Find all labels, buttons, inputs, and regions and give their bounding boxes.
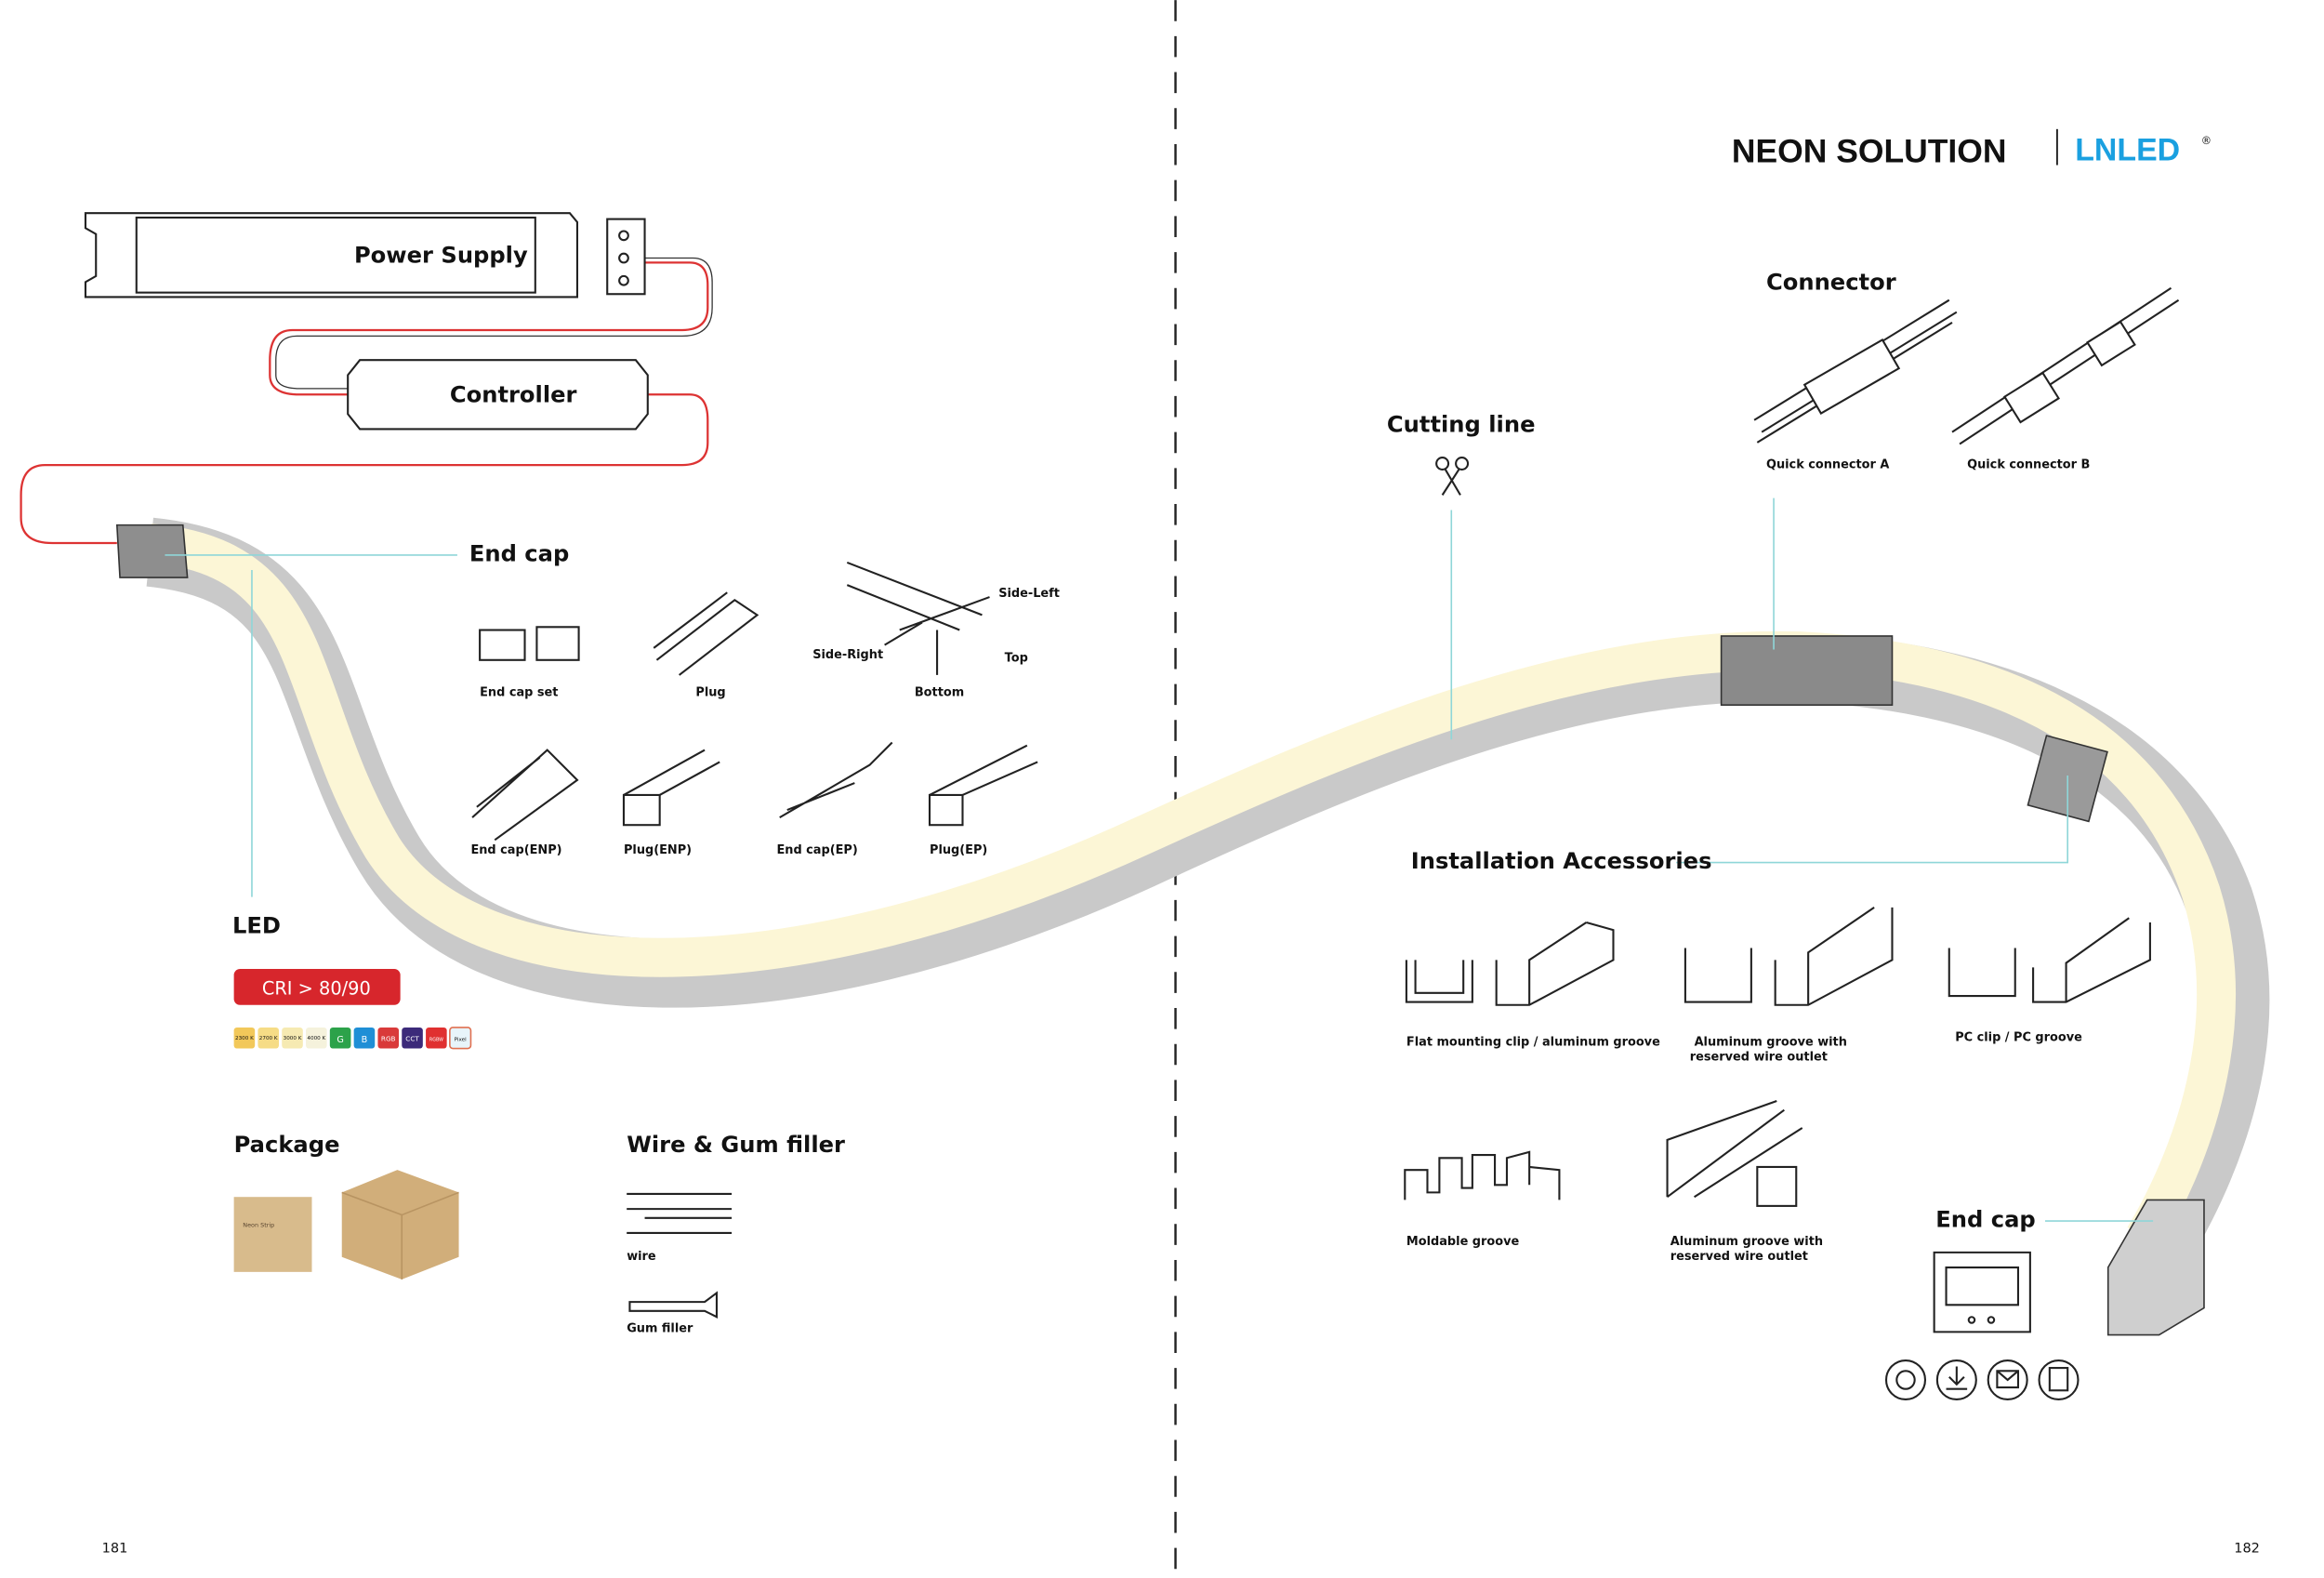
caption-top: Top [1005, 651, 1028, 665]
controller-label: Controller [450, 381, 577, 407]
power-supply-device [84, 212, 579, 298]
neon-strip-light [148, 524, 2236, 1248]
caption-aluminum-groove-2-line1: Aluminum groove with [1670, 1235, 1823, 1249]
leader-line-installation [1676, 775, 2068, 864]
svg-text:4000 K: 4000 K [307, 1036, 325, 1041]
terminal-screw [618, 252, 629, 264]
svg-text:G: G [337, 1035, 343, 1045]
terminal-screw [618, 274, 629, 286]
red-wire [20, 261, 709, 545]
controller-device [347, 359, 649, 431]
package-box-carton [341, 1170, 459, 1280]
power-supply-terminal [606, 218, 646, 296]
caption-wire: wire [627, 1250, 656, 1264]
brand-registered-mark: ® [2201, 135, 2212, 147]
caption-plug-enp: Plug(ENP) [624, 843, 692, 857]
black-wire [275, 257, 713, 390]
page-number-right: 182 [2234, 1541, 2260, 1556]
caption-plug: Plug [695, 686, 725, 700]
color-chips: 2300 K 2700 K 3000 K 4000 K G B RGB CCT … [233, 1027, 472, 1050]
svg-text:RGB: RGB [381, 1034, 396, 1042]
installation-accessory-illustrations [1404, 907, 2151, 1333]
power-supply-label-panel [135, 216, 536, 294]
install-icon [1935, 1359, 1977, 1400]
caption-side-left: Side-Left [998, 587, 1060, 601]
cri-badge [233, 969, 401, 1005]
caption-side-right: Side-Right [812, 648, 883, 662]
carton-edge [341, 1191, 459, 1280]
scissors-icon [1435, 457, 1470, 496]
caption-quick-connector-b: Quick connector B [1967, 457, 2090, 471]
caption-end-cap-enp: End cap(ENP) [470, 843, 561, 857]
wire-illustration [627, 1192, 733, 1234]
wire-gum-heading: Wire & Gum filler [627, 1132, 845, 1158]
svg-text:Pixel: Pixel [455, 1037, 467, 1042]
end-cap-illustrations [471, 561, 1038, 842]
caption-aluminum-groove-1-line1: Aluminum groove with [1695, 1035, 1847, 1049]
rotate-icon [1884, 1359, 1927, 1400]
feature-icons [1884, 1359, 2080, 1400]
package-heading: Package [234, 1132, 340, 1158]
mail-icon [1987, 1359, 2028, 1400]
led-heading: LED [232, 912, 281, 938]
caption-aluminum-groove-1-line2: reserved wire outlet [1690, 1050, 1828, 1064]
svg-text:RGBW: RGBW [429, 1037, 443, 1042]
strip-end-cap-left [115, 524, 189, 578]
page-title: NEON SOLUTION [1732, 132, 2007, 169]
caption-end-cap-ep: End cap(EP) [776, 843, 857, 857]
certificate-icon [2038, 1359, 2080, 1400]
caption-aluminum-groove-2-line2: reserved wire outlet [1670, 1250, 1808, 1264]
caption-pc-clip: PC clip / PC groove [1955, 1030, 2082, 1044]
page-number-left: 181 [102, 1541, 128, 1556]
brand-logo: LNLED [2075, 133, 2180, 168]
svg-text:CCT: CCT [405, 1034, 419, 1042]
package-box-flat [233, 1197, 312, 1272]
cri-badge-text: CRI > 80/90 [262, 977, 371, 999]
caption-flat-mounting-clip: Flat mounting clip / aluminum groove [1406, 1035, 1660, 1049]
connector-heading: Connector [1766, 269, 1896, 295]
caption-quick-connector-a: Quick connector A [1766, 457, 1889, 471]
caption-gum-filler: Gum filler [627, 1321, 693, 1335]
end-cap-heading: End cap [469, 540, 569, 566]
caption-end-cap-set: End cap set [480, 686, 558, 700]
installation-accessories-heading: Installation Accessories [1411, 848, 1712, 874]
caption-bottom: Bottom [915, 686, 964, 700]
package-box-text: Neon Strip [243, 1221, 274, 1228]
svg-text:2300 K: 2300 K [235, 1036, 254, 1041]
cutting-line-heading: Cutting line [1387, 412, 1536, 438]
end-cap-right-heading: End cap [1935, 1206, 2035, 1232]
svg-text:2700 K: 2700 K [259, 1036, 278, 1041]
terminal-screw [618, 230, 629, 242]
quick-connector-illustrations [1753, 286, 2180, 445]
power-supply-label: Power Supply [354, 242, 528, 268]
caption-plug-ep: Plug(EP) [930, 843, 987, 857]
svg-text:3000 K: 3000 K [284, 1036, 302, 1041]
connector-on-strip [1720, 635, 1894, 706]
gum-filler-illustration [628, 1291, 719, 1319]
strip-end-cap-right [2106, 1199, 2205, 1336]
svg-text:B: B [362, 1035, 368, 1045]
caption-moldable-groove: Moldable groove [1406, 1235, 1520, 1249]
